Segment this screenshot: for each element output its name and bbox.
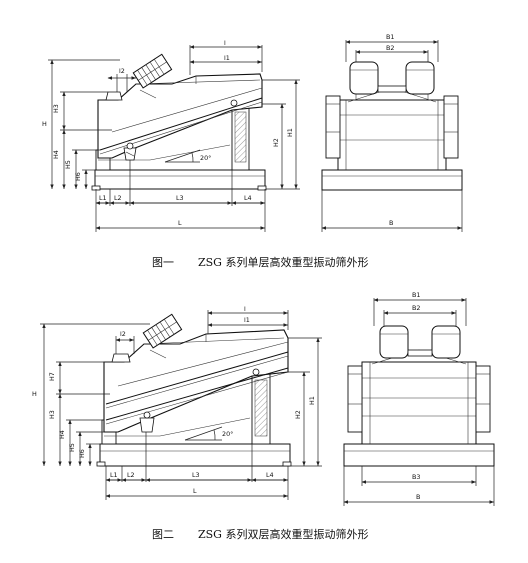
dim-B3-fig2: B3 — [412, 473, 420, 481]
dim-H-fig2: H — [32, 390, 37, 398]
dim-H2-fig1: H2 — [272, 138, 280, 147]
dim-L-fig2: L — [193, 487, 197, 495]
dim-L2-fig1: L2 — [114, 194, 122, 202]
dim-l2-fig2: l2 — [120, 330, 126, 338]
incline-angle: 20° — [164, 149, 211, 163]
figure1-caption-number: 图一 — [152, 256, 174, 269]
end-motors — [349, 61, 435, 100]
dim-L-fig1: L — [178, 219, 182, 227]
dim-H6-fig2: H6 — [78, 449, 86, 458]
base-frame-2 — [99, 443, 291, 467]
dim-L1-fig2: L1 — [110, 471, 118, 479]
dim-H3-fig1: H3 — [52, 104, 60, 113]
front-spring — [123, 142, 137, 161]
end-motors-2 — [379, 325, 461, 359]
dim-l1-fig2: l1 — [244, 316, 250, 324]
dim-B1-fig1: B1 — [386, 33, 394, 41]
dim-H5-fig1: H5 — [64, 160, 72, 169]
dim-H6-fig1: H6 — [74, 172, 82, 181]
incline-angle-2: 20° — [184, 426, 233, 441]
dim-H3-fig2: H3 — [48, 410, 56, 419]
dim-H-fig1: H — [42, 120, 47, 128]
dim-L4-fig2: L4 — [266, 471, 274, 479]
dim-H5-fig2: H5 — [68, 443, 76, 452]
dim-B1-fig2: B1 — [412, 291, 420, 299]
dim-l2-fig1: l2 — [119, 67, 125, 75]
dim-B2-fig1: B2 — [386, 44, 394, 52]
dim-B2-fig2: B2 — [412, 304, 420, 312]
dim-L3-fig2: L3 — [192, 471, 200, 479]
figure2-caption-number: 图二 — [152, 528, 174, 541]
dim-B-fig1: B — [389, 219, 393, 227]
dim-H4-fig1: H4 — [52, 150, 60, 159]
exciter-motor — [132, 53, 173, 89]
dim-L1-fig1: L1 — [99, 194, 107, 202]
figure1-side-view: 20° l2 l l1 H H3 H4 H5 H6 H2 — [42, 39, 300, 232]
dim-L2-fig2: L2 — [127, 471, 135, 479]
figure2-side-view: 20° l2 l l1 H H7 H3 H4 H5 H6 — [32, 305, 322, 500]
end-base-2 — [343, 443, 495, 467]
front-spring-2 — [139, 411, 155, 433]
figure1-end-view: B1 B2 B — [321, 33, 463, 232]
dim-l-fig2: l — [244, 305, 246, 313]
angle-label: 20° — [200, 154, 211, 162]
angle-label-2: 20° — [222, 430, 233, 438]
rear-spring — [230, 99, 238, 107]
rear-spring-2 — [252, 368, 260, 376]
figure2-caption-title: ZSG 系列双层高效重型振动筛外形 — [198, 527, 368, 541]
end-base — [321, 169, 463, 191]
dim-l1-fig1: l1 — [224, 54, 230, 62]
dim-L4-fig1: L4 — [244, 194, 252, 202]
dim-L3-fig1: L3 — [176, 194, 184, 202]
dim-l-fig1: l — [224, 39, 226, 47]
dim-H2-fig2: H2 — [294, 410, 302, 419]
dim-H7-fig2: H7 — [48, 372, 56, 381]
dim-H4-fig2: H4 — [58, 430, 66, 439]
dim-B-fig2: B — [416, 493, 420, 501]
dim-H1-fig2: H1 — [308, 396, 316, 405]
figure1-caption-title: ZSG 系列单层高效重型振动筛外形 — [198, 255, 368, 269]
dim-H1-fig1: H1 — [286, 128, 294, 137]
exciter-motor-2 — [142, 313, 183, 349]
base-frame — [94, 169, 266, 190]
figure2-end-view: B1 B2 B3 B — [343, 291, 495, 506]
